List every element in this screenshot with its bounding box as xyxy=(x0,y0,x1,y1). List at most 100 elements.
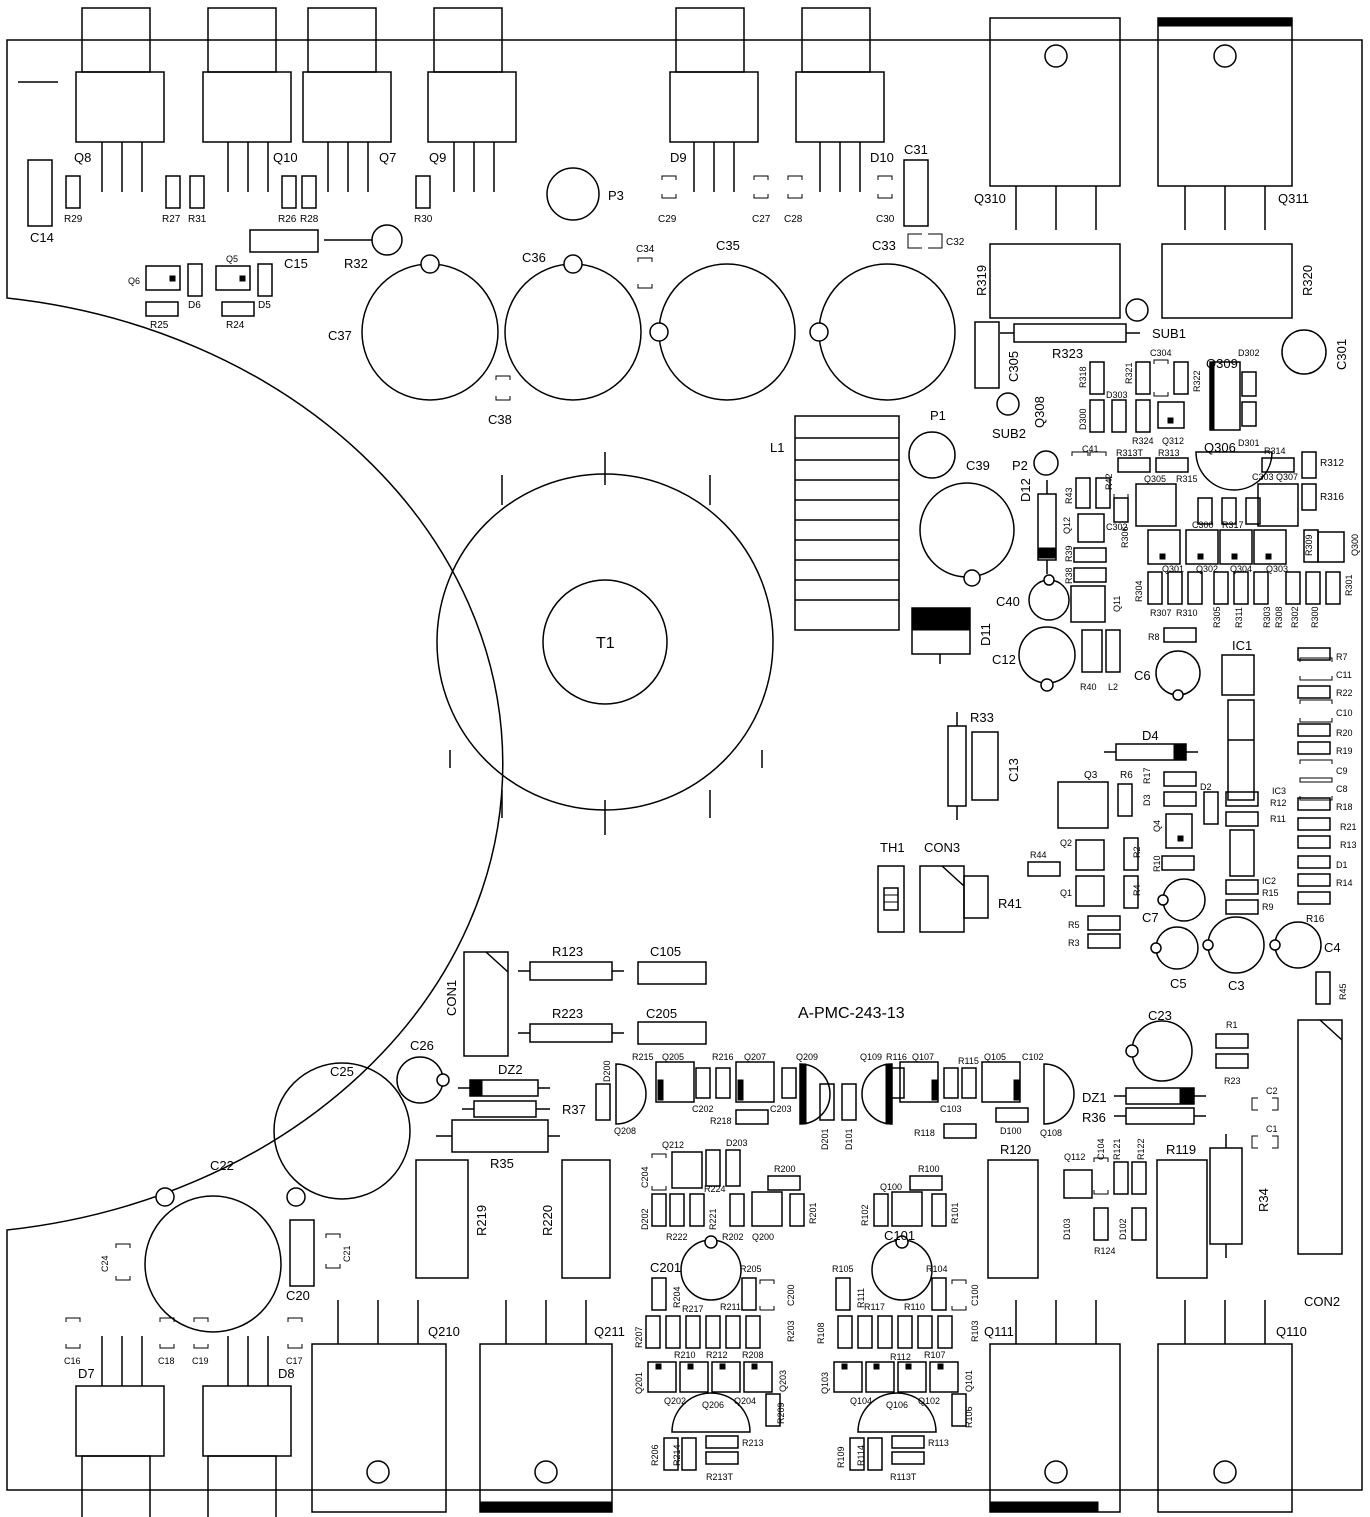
label-q205: Q205 xyxy=(662,1052,684,1062)
label-d100: D100 xyxy=(1000,1126,1022,1136)
label-con1: CON1 xyxy=(444,980,459,1016)
label-q11: Q11 xyxy=(1112,596,1122,612)
label-q206: Q206 xyxy=(702,1400,724,1410)
label-r307: R307 xyxy=(1150,608,1172,618)
label-ic2: IC2 xyxy=(1262,876,1276,886)
label-r317: R317 xyxy=(1222,520,1244,530)
smd-capacitors xyxy=(65,175,1333,1349)
label-q101: Q101 xyxy=(964,1370,974,1392)
label-r322: R322 xyxy=(1192,370,1202,392)
label-r318: R318 xyxy=(1078,366,1088,388)
label-d10: D10 xyxy=(870,150,894,165)
label-r8: R8 xyxy=(1148,632,1160,642)
label-q6: Q6 xyxy=(128,276,140,286)
label-ic3: IC3 xyxy=(1272,786,1286,796)
label-d301: D301 xyxy=(1238,438,1260,448)
to92-transistors xyxy=(615,451,1273,1433)
label-c34: C34 xyxy=(636,244,655,255)
label-c8: C8 xyxy=(1336,784,1348,794)
bottom-power-devices xyxy=(75,1300,1293,1517)
label-r44: R44 xyxy=(1030,850,1047,860)
label-r204: R204 xyxy=(672,1286,682,1308)
label-r300: R300 xyxy=(1310,606,1320,628)
label-c100: C100 xyxy=(970,1284,980,1306)
label-r116: R116 xyxy=(886,1052,907,1062)
label-r223: R223 xyxy=(552,1006,583,1021)
label-con3: CON3 xyxy=(924,840,960,855)
label-r209: R209 xyxy=(776,1402,786,1424)
label-r34: R34 xyxy=(1256,1188,1271,1212)
board-code: A-PMC-243-13 xyxy=(798,1005,905,1022)
label-c11: C11 xyxy=(1336,670,1352,680)
label-c41: C41 xyxy=(1082,444,1099,454)
label-r112: R112 xyxy=(890,1352,911,1362)
label-q104: Q104 xyxy=(850,1396,872,1406)
label-q212: Q212 xyxy=(662,1140,684,1150)
label-d201: D201 xyxy=(820,1128,830,1150)
label-r313t: R313T xyxy=(1116,448,1144,458)
label-r323: R323 xyxy=(1052,346,1083,361)
label-r220: R220 xyxy=(540,1205,555,1236)
label-r28: R28 xyxy=(300,214,319,225)
label-r11: R11 xyxy=(1270,814,1286,824)
label-c104: C104 xyxy=(1096,1138,1106,1160)
label-r3: R3 xyxy=(1068,938,1080,948)
label-q105: Q105 xyxy=(984,1052,1006,1062)
label-q106: Q106 xyxy=(886,1400,908,1410)
label-r301: R301 xyxy=(1344,574,1354,596)
label-r211: R211 xyxy=(720,1302,741,1312)
label-d3: D3 xyxy=(1142,794,1152,806)
label-r23: R23 xyxy=(1224,1076,1241,1086)
label-c16: C16 xyxy=(64,1356,81,1366)
label-q4: Q4 xyxy=(1152,820,1162,832)
label-r121: R121 xyxy=(1112,1138,1122,1160)
label-r222: R222 xyxy=(666,1232,688,1242)
label-r45: R45 xyxy=(1338,983,1348,1000)
label-c1: C1 xyxy=(1266,1124,1278,1134)
label-q305: Q305 xyxy=(1144,474,1166,484)
label-c204: C204 xyxy=(640,1166,650,1188)
label-c205: C205 xyxy=(646,1006,677,1021)
label-r107: R107 xyxy=(924,1350,946,1360)
label-c19: C19 xyxy=(192,1356,209,1366)
label-r12: R12 xyxy=(1270,798,1287,808)
label-c5: C5 xyxy=(1170,976,1187,991)
label-q203: Q203 xyxy=(778,1370,788,1392)
label-c300: C300 xyxy=(1192,520,1214,530)
label-r104: R104 xyxy=(926,1264,948,1274)
label-r200: R200 xyxy=(774,1164,796,1174)
label-c203: C203 xyxy=(770,1104,792,1114)
label-r18: R18 xyxy=(1336,802,1353,812)
label-c200: C200 xyxy=(786,1284,796,1306)
label-c23: C23 xyxy=(1148,1008,1172,1023)
label-r37: R37 xyxy=(562,1102,586,1117)
label-d300: D300 xyxy=(1078,408,1088,430)
label-c305: C305 xyxy=(1006,351,1021,382)
label-r219: R219 xyxy=(474,1205,489,1236)
label-q12: Q12 xyxy=(1062,517,1072,534)
label-c35: C35 xyxy=(716,238,740,253)
label-q308: Q308 xyxy=(1032,396,1047,428)
label-r42: R42 xyxy=(1104,473,1114,490)
label-t1: T1 xyxy=(596,635,615,652)
label-con2: CON2 xyxy=(1304,1294,1340,1309)
label-r314: R314 xyxy=(1264,446,1286,456)
label-d6: D6 xyxy=(188,300,201,311)
label-r26: R26 xyxy=(278,214,297,225)
label-dz2: DZ2 xyxy=(498,1062,523,1077)
label-r313: R313 xyxy=(1158,448,1180,458)
label-r206: R206 xyxy=(650,1444,660,1466)
label-c38: C38 xyxy=(488,412,512,427)
label-c31: C31 xyxy=(904,142,928,157)
label-d200: D200 xyxy=(602,1060,612,1082)
label-q310: Q310 xyxy=(974,191,1006,206)
label-c102: C102 xyxy=(1022,1052,1044,1062)
label-r201: R201 xyxy=(808,1202,818,1224)
label-q303: Q303 xyxy=(1266,564,1288,574)
label-q9: Q9 xyxy=(429,150,446,165)
label-c17: C17 xyxy=(286,1356,303,1366)
label-d12: D12 xyxy=(1018,478,1033,502)
power-resistor-blocks xyxy=(415,243,1343,1279)
label-q204: Q204 xyxy=(734,1396,756,1406)
label-r218: R218 xyxy=(710,1116,732,1126)
